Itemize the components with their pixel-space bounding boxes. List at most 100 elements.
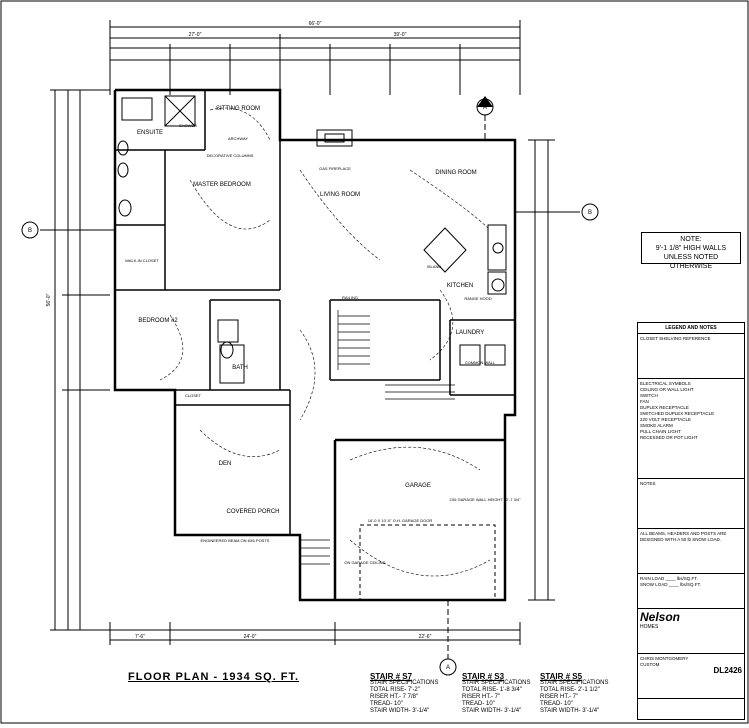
dim-bottom-mid: 24'-0" [244,634,257,640]
stair-line: TREAD- 10" [370,701,403,707]
label-common-wall: COMMON WALL [465,360,496,365]
symbol-item: CEILING OR WALL LIGHT [640,387,694,392]
section-marker-a-bottom: A [446,665,450,671]
symbol-item: FAN [640,399,649,404]
room-label-master-bedroom: MASTER BEDROOM [193,182,251,188]
stair-spec-s7: STAIR # S7 STAIR SPECIFICATIONS TOTAL RI… [370,673,438,715]
dim-left-side: 56'-0" [46,293,52,306]
client-name: CHRIS MONTGOMERY [640,656,689,661]
title-block: CHRIS MONTGOMERY CUSTOM DL2426 [638,654,744,699]
stair-line: RISER HT.- 7" [462,694,501,700]
rain-load: RAIN LOAD ____ lbs/SQ.FT. [640,576,698,581]
symbol-item: RECESSED OR POT LIGHT [640,435,698,440]
legend-heading: LEGEND AND NOTES [638,323,744,334]
interior-walls [115,90,515,535]
closet-reference: CLOSET SHELVING REFERENCE [638,334,744,379]
room-label-island: ISLAND [427,264,442,269]
plan-title: FLOOR PLAN - 1934 SQ. FT. [128,671,300,683]
label-engineered-beam: ENGINEERED BEAM ON 6X6 POSTS [201,538,270,543]
label-on-garage-ceiling: ON GARAGE CEILING [344,560,385,565]
symbol-item: SMOKE ALARM [640,423,673,428]
stair-line: STAIR WIDTH- 3'-1/4" [462,708,522,714]
section-marker-b-right: B [588,210,592,216]
plan-number: DL2426 [713,666,742,675]
room-label-dining-room: DINING ROOM [435,170,476,176]
loads-section: RAIN LOAD ____ lbs/SQ.FT. SNOW LOAD ____… [638,574,744,609]
room-label-den: DEN [219,461,232,467]
room-label-walk-in-closet: WALK-IN CLOSET [125,258,159,263]
symbol-item: DUPLEX RECEPTACLE [640,405,689,410]
room-label-closet: CLOSET [185,393,202,398]
stairs [300,310,455,565]
company-sub: HOMES [640,624,659,630]
label-railing: RAILING [342,295,358,300]
stair-subtitle: STAIR SPECIFICATIONS [462,680,531,686]
company-logo: Nelson [640,610,681,624]
stair-line: TOTAL RISE- 2'-1 1/2" [540,687,600,693]
stair-title: STAIR # S5 [540,672,583,681]
symbol-item: SWITCH [640,393,658,398]
company-block: Nelson HOMES [638,609,744,654]
bathtub [121,97,153,121]
gas-fireplace [316,129,353,147]
dim-bottom-left: 7'-6" [135,634,145,640]
room-label-covered-porch: COVERED PORCH [226,509,279,515]
stair-line: TREAD- 10" [540,701,573,707]
legend-panel: LEGEND AND NOTES CLOSET SHELVING REFEREN… [637,322,745,720]
wall-height-note: NOTE: 9'-1 1/8" HIGH WALLS UNLESS NOTED … [641,232,741,270]
stair-line: RISER HT.- 7 7/8" [370,694,419,700]
label-garage-wall: 2X6 GARAGE WALL HEIGHT 12'-7 3/4" [449,497,521,502]
plan-style: CUSTOM [640,662,660,667]
room-label-shower: SHOWER [179,123,197,128]
note-line-1: 9'-1 1/8" HIGH WALLS [655,245,727,252]
stair-line: RISER HT.- 7" [540,694,579,700]
section-marker-a-top: A [483,105,487,111]
room-label-bedroom-2: BEDROOM #2 [138,318,178,324]
section-markers [21,96,599,676]
notes-section: NOTES [638,479,744,529]
label-gas-fireplace: GAS FIREPLACE [319,166,351,171]
label-range-hood: RANGE HOOD [464,296,491,301]
notes-beams-text: ALL BEAMS, HEADERS AND POSTS ARE DESIGNE… [640,531,727,542]
room-label-garage: GARAGE [405,483,431,489]
room-label-laundry: LAUNDRY [456,330,485,336]
closet-ref-label: CLOSET SHELVING REFERENCE [640,336,711,341]
room-label-ensuite: ENSUITE [137,130,163,136]
section-marker-b-left: B [28,228,32,234]
electrical-heading: ELECTRICAL SYMBOLS [640,381,691,386]
shower-stall [164,95,196,127]
stair-title: STAIR # S3 [462,672,505,681]
stair-line: TOTAL RISE- 7'-2" [370,687,420,693]
room-label-sitting-room: SITTING ROOM [216,106,260,112]
dim-top-left: 27'-0" [189,32,202,38]
room-label-kitchen: KITCHEN [447,283,473,289]
room-label-living-room: LIVING ROOM [320,192,360,198]
stair-subtitle: STAIR SPECIFICATIONS [370,680,439,686]
dim-bottom-right: 22'-6" [419,634,432,640]
dim-overall-top: 66'-0" [309,21,322,27]
symbol-item: PULL CHAIN LIGHT [640,429,681,434]
stair-line: STAIR WIDTH- 3'-1/4" [540,708,600,714]
symbol-item: SWITCHED DUPLEX RECEPTACLE [640,411,715,416]
stair-spec-s3: STAIR # S3 STAIR SPECIFICATIONS TOTAL RI… [462,673,530,715]
room-label-bath: BATH [232,365,248,371]
stair-title: STAIR # S7 [370,672,413,681]
stair-line: TREAD- 10" [462,701,495,707]
kitchen-island [423,227,467,273]
symbol-item: 220 VOLT RECEPTACLE [640,417,692,422]
electrical-symbols: ELECTRICAL SYMBOLS CEILING OR WALL LIGHT… [638,379,744,479]
snow-load: SNOW LOAD ____ lbs/SQ.FT. [640,582,702,587]
stair-spec-s5: STAIR # S5 STAIR SPECIFICATIONS TOTAL RI… [540,673,608,715]
stair-line: STAIR WIDTH- 3'-1/4" [370,708,430,714]
dim-top-right: 39'-0" [394,32,407,38]
notes-heading: NOTES [640,481,656,486]
note-line-2: UNLESS NOTED OTHERWISE [663,254,719,270]
stair-line: TOTAL RISE- 1'-8 3/4" [462,687,522,693]
note-heading: NOTE: [680,236,702,243]
stair-subtitle: STAIR SPECIFICATIONS [540,680,609,686]
notes-beams: ALL BEAMS, HEADERS AND POSTS ARE DESIGNE… [638,529,744,574]
label-decorative-columns: DECORATIVE COLUMNS [207,153,254,158]
label-archway: ARCHWAY [228,136,248,141]
